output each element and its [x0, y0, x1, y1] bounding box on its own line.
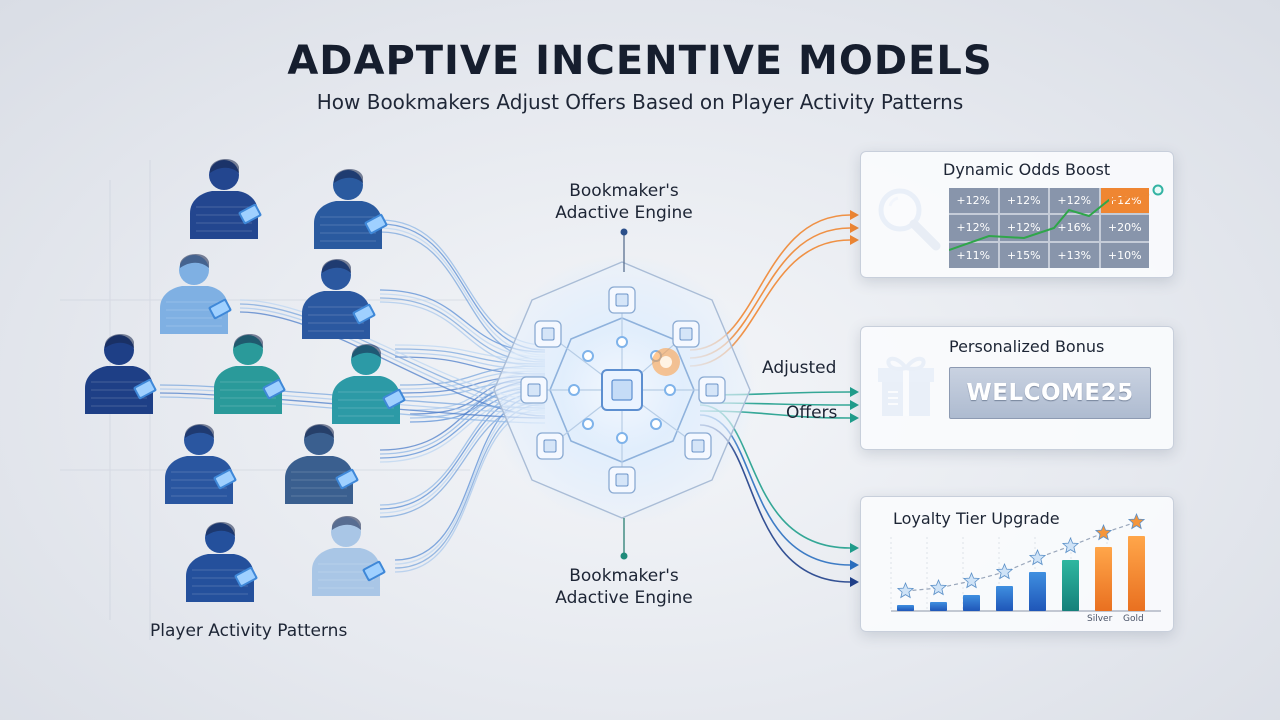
player-figure-icon [312, 515, 386, 596]
odds-grid: +12%+12%+12%+12%+12%+12%+16%+20%+11%+15%… [949, 188, 1149, 268]
star-icon [929, 578, 948, 596]
player-figure-icon [332, 343, 406, 424]
player-figure-icon [160, 253, 232, 334]
player-figure-icon [190, 158, 262, 239]
card-dynamic-odds: Dynamic Odds Boost +12%+12%+12%+12%+12%+… [860, 151, 1174, 278]
odds-cell: +13% [1050, 242, 1099, 268]
odds-cell: +12% [999, 215, 1048, 241]
engine-label-bottom-line2: Adactive Engine [555, 588, 693, 608]
offers-label: Offers [786, 403, 838, 423]
player-figure-icon [165, 423, 237, 504]
star-icon [896, 581, 915, 599]
hub-glow-node [582, 350, 594, 362]
hub-glow-node [568, 384, 580, 396]
players-label: Player Activity Patterns [150, 621, 348, 641]
player-figure-icon [314, 168, 388, 249]
hub-chip-node [684, 432, 712, 460]
odds-cell: +12% [1100, 188, 1149, 214]
tier-label-silver: Silver [1087, 614, 1113, 624]
page-title: ADAPTIVE INCENTIVE MODELS [287, 38, 993, 84]
player-figure-icon [285, 423, 359, 504]
player-figure-icon [85, 333, 157, 414]
odds-cell: +12% [949, 215, 998, 241]
hub-chip-node [672, 320, 700, 348]
hub-chip-node [520, 376, 548, 404]
odds-cell: +12% [1050, 188, 1099, 214]
card-bonus-title: Personalized Bonus [949, 337, 1105, 356]
odds-trend-line [949, 192, 1150, 251]
loyalty-bar [1062, 560, 1079, 611]
player-figure-icon [186, 521, 258, 602]
hub-chip-node [698, 376, 726, 404]
hub-chip-node [534, 320, 562, 348]
adaptive-engine-hub [487, 255, 757, 525]
odds-cell: +10% [1100, 242, 1149, 268]
hub-glow-node [582, 418, 594, 430]
card-odds-title: Dynamic Odds Boost [943, 160, 1111, 179]
engine-label-top: Bookmaker's Adactive Engine [540, 180, 708, 224]
odds-cell: +12% [999, 188, 1048, 214]
loyalty-bar [930, 602, 947, 611]
odds-cell: +20% [1100, 215, 1149, 241]
tier-label-gold: Gold [1123, 614, 1144, 624]
loyalty-bar [996, 586, 1013, 611]
player-figures [85, 158, 406, 602]
player-figure-icon [214, 333, 286, 414]
loyalty-bar [963, 595, 980, 611]
odds-cell: +16% [1050, 215, 1099, 241]
hub-glow-node [664, 384, 676, 396]
star-icon [1028, 548, 1047, 566]
hub-chip-node [608, 466, 636, 494]
odds-cell: +15% [999, 242, 1048, 268]
hub-glow-node [650, 418, 662, 430]
hub-chip-node [536, 432, 564, 460]
odds-trend-endpoint-icon [1152, 184, 1164, 196]
odds-cell: +12% [949, 188, 998, 214]
page-subtitle: How Bookmakers Adjust Offers Based on Pl… [316, 90, 964, 114]
hub-glow-node [616, 336, 628, 348]
bonus-code-box[interactable]: WELCOME25 [949, 367, 1151, 419]
engine-label-bottom-line1: Bookmaker's [569, 566, 679, 586]
card-loyalty-title: Loyalty Tier Upgrade [893, 509, 1060, 528]
hub-glow-node [616, 432, 628, 444]
engine-label-top-line1: Bookmaker's [569, 181, 679, 201]
loyalty-bar [1128, 536, 1145, 611]
loyalty-bar [1095, 547, 1112, 611]
loyalty-bar [1029, 572, 1046, 611]
player-figure-icon [302, 258, 376, 339]
star-icon [995, 562, 1014, 580]
engine-label-top-line2: Adactive Engine [555, 203, 693, 223]
star-icon [1127, 512, 1146, 530]
adjusted-label: Adjusted [762, 358, 837, 378]
loyalty-bar [897, 605, 914, 611]
hub-chip-node [608, 286, 636, 314]
star-icon [962, 571, 981, 589]
star-icon [1061, 536, 1080, 554]
card-personalized-bonus: Personalized Bonus WELCOME25 [860, 326, 1174, 450]
loyalty-chart [890, 512, 1161, 612]
star-icon [1094, 523, 1113, 541]
card-loyalty-tier: Loyalty Tier Upgrade Silver Gold [860, 496, 1174, 632]
engine-label-bottom: Bookmaker's Adactive Engine [540, 565, 708, 609]
